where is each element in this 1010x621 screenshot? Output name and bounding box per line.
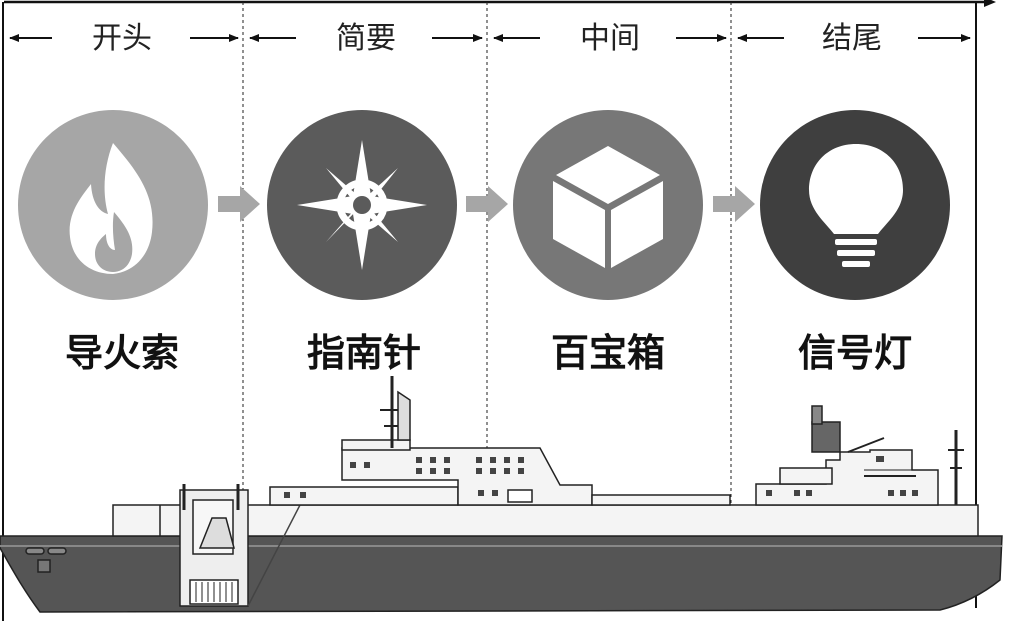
compass-circle xyxy=(267,110,457,300)
arrow-connector xyxy=(713,186,755,222)
ship-illustration xyxy=(0,376,1003,613)
flame-icon xyxy=(69,143,153,274)
compass-icon xyxy=(297,140,427,270)
phase-label: 结尾 xyxy=(822,21,882,56)
phase-label: 开头 xyxy=(92,21,152,56)
phase-span-2: 简要 xyxy=(249,21,483,56)
phase-span-3: 中间 xyxy=(493,21,727,56)
lightbulb-icon xyxy=(809,144,903,267)
phase-label: 中间 xyxy=(580,21,640,56)
ship-hull xyxy=(0,535,1003,613)
timeline-arrow xyxy=(4,0,996,7)
lightbulb-circle xyxy=(760,110,950,300)
ship-superstructure xyxy=(269,486,459,506)
flame-circle xyxy=(18,110,208,300)
phase-label: 简要 xyxy=(336,21,396,56)
box-circle xyxy=(513,110,703,300)
box-icon xyxy=(553,146,663,268)
arrow-connector xyxy=(218,186,260,222)
arrow-connector xyxy=(466,186,508,222)
phase-title: 百宝箱 xyxy=(551,330,665,375)
phase-title: 导火索 xyxy=(65,330,179,375)
phase-title: 信号灯 xyxy=(798,330,912,375)
phase-span-1: 开头 xyxy=(9,21,239,56)
phase-span-4: 结尾 xyxy=(737,21,971,56)
phase-title: 指南针 xyxy=(307,330,421,375)
